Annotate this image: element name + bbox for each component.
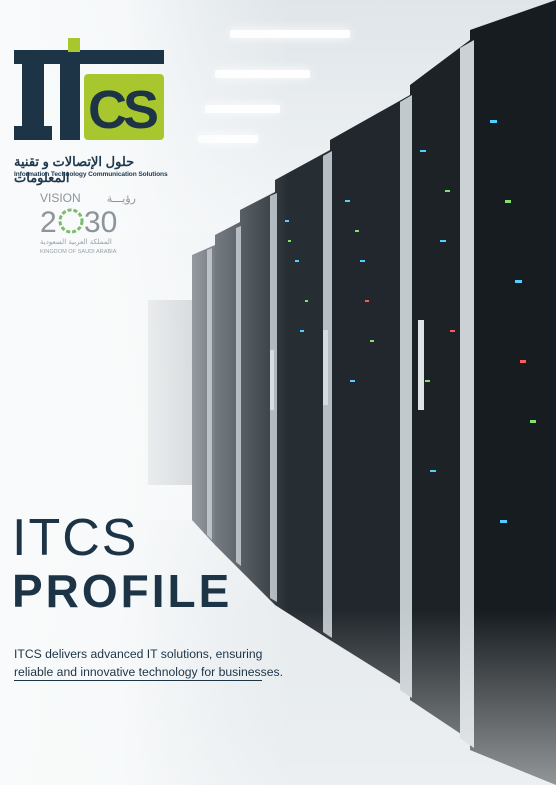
vision-label: VISION xyxy=(40,191,81,205)
palm-emblem-icon xyxy=(58,208,84,234)
vision-kingdom-english: KINGDOM OF SAUDI ARABIA xyxy=(40,249,117,255)
description-line-2: reliable and innovative technology for b… xyxy=(14,665,283,679)
description: ITCS delivers advanced IT solutions, ens… xyxy=(14,645,314,681)
description-underline xyxy=(14,680,262,681)
vision-year-end: 30 xyxy=(84,206,117,239)
title-itcs: ITCS xyxy=(12,509,139,567)
company-tagline: Information Technology Communication Sol… xyxy=(14,171,168,178)
svg-text:CS: CS xyxy=(88,80,157,140)
arabic-company-name: حلول الإتصالات و تقنية المعلومات xyxy=(14,154,135,185)
vision-kingdom-arabic: المملكة العربية السعودية xyxy=(40,238,112,246)
itcs-logo: CS xyxy=(14,38,164,140)
bottom-fade-overlay xyxy=(0,610,556,785)
vision-arabic-label: رؤيـــة xyxy=(107,192,136,205)
description-line-1: ITCS delivers advanced IT solutions, ens… xyxy=(14,647,263,661)
vision-2030-logo: VISION رؤيـــة 2 30 المملكة العربية السع… xyxy=(40,191,136,255)
title-profile: PROFILE xyxy=(12,565,233,617)
vision-year-start: 2 xyxy=(40,206,57,239)
